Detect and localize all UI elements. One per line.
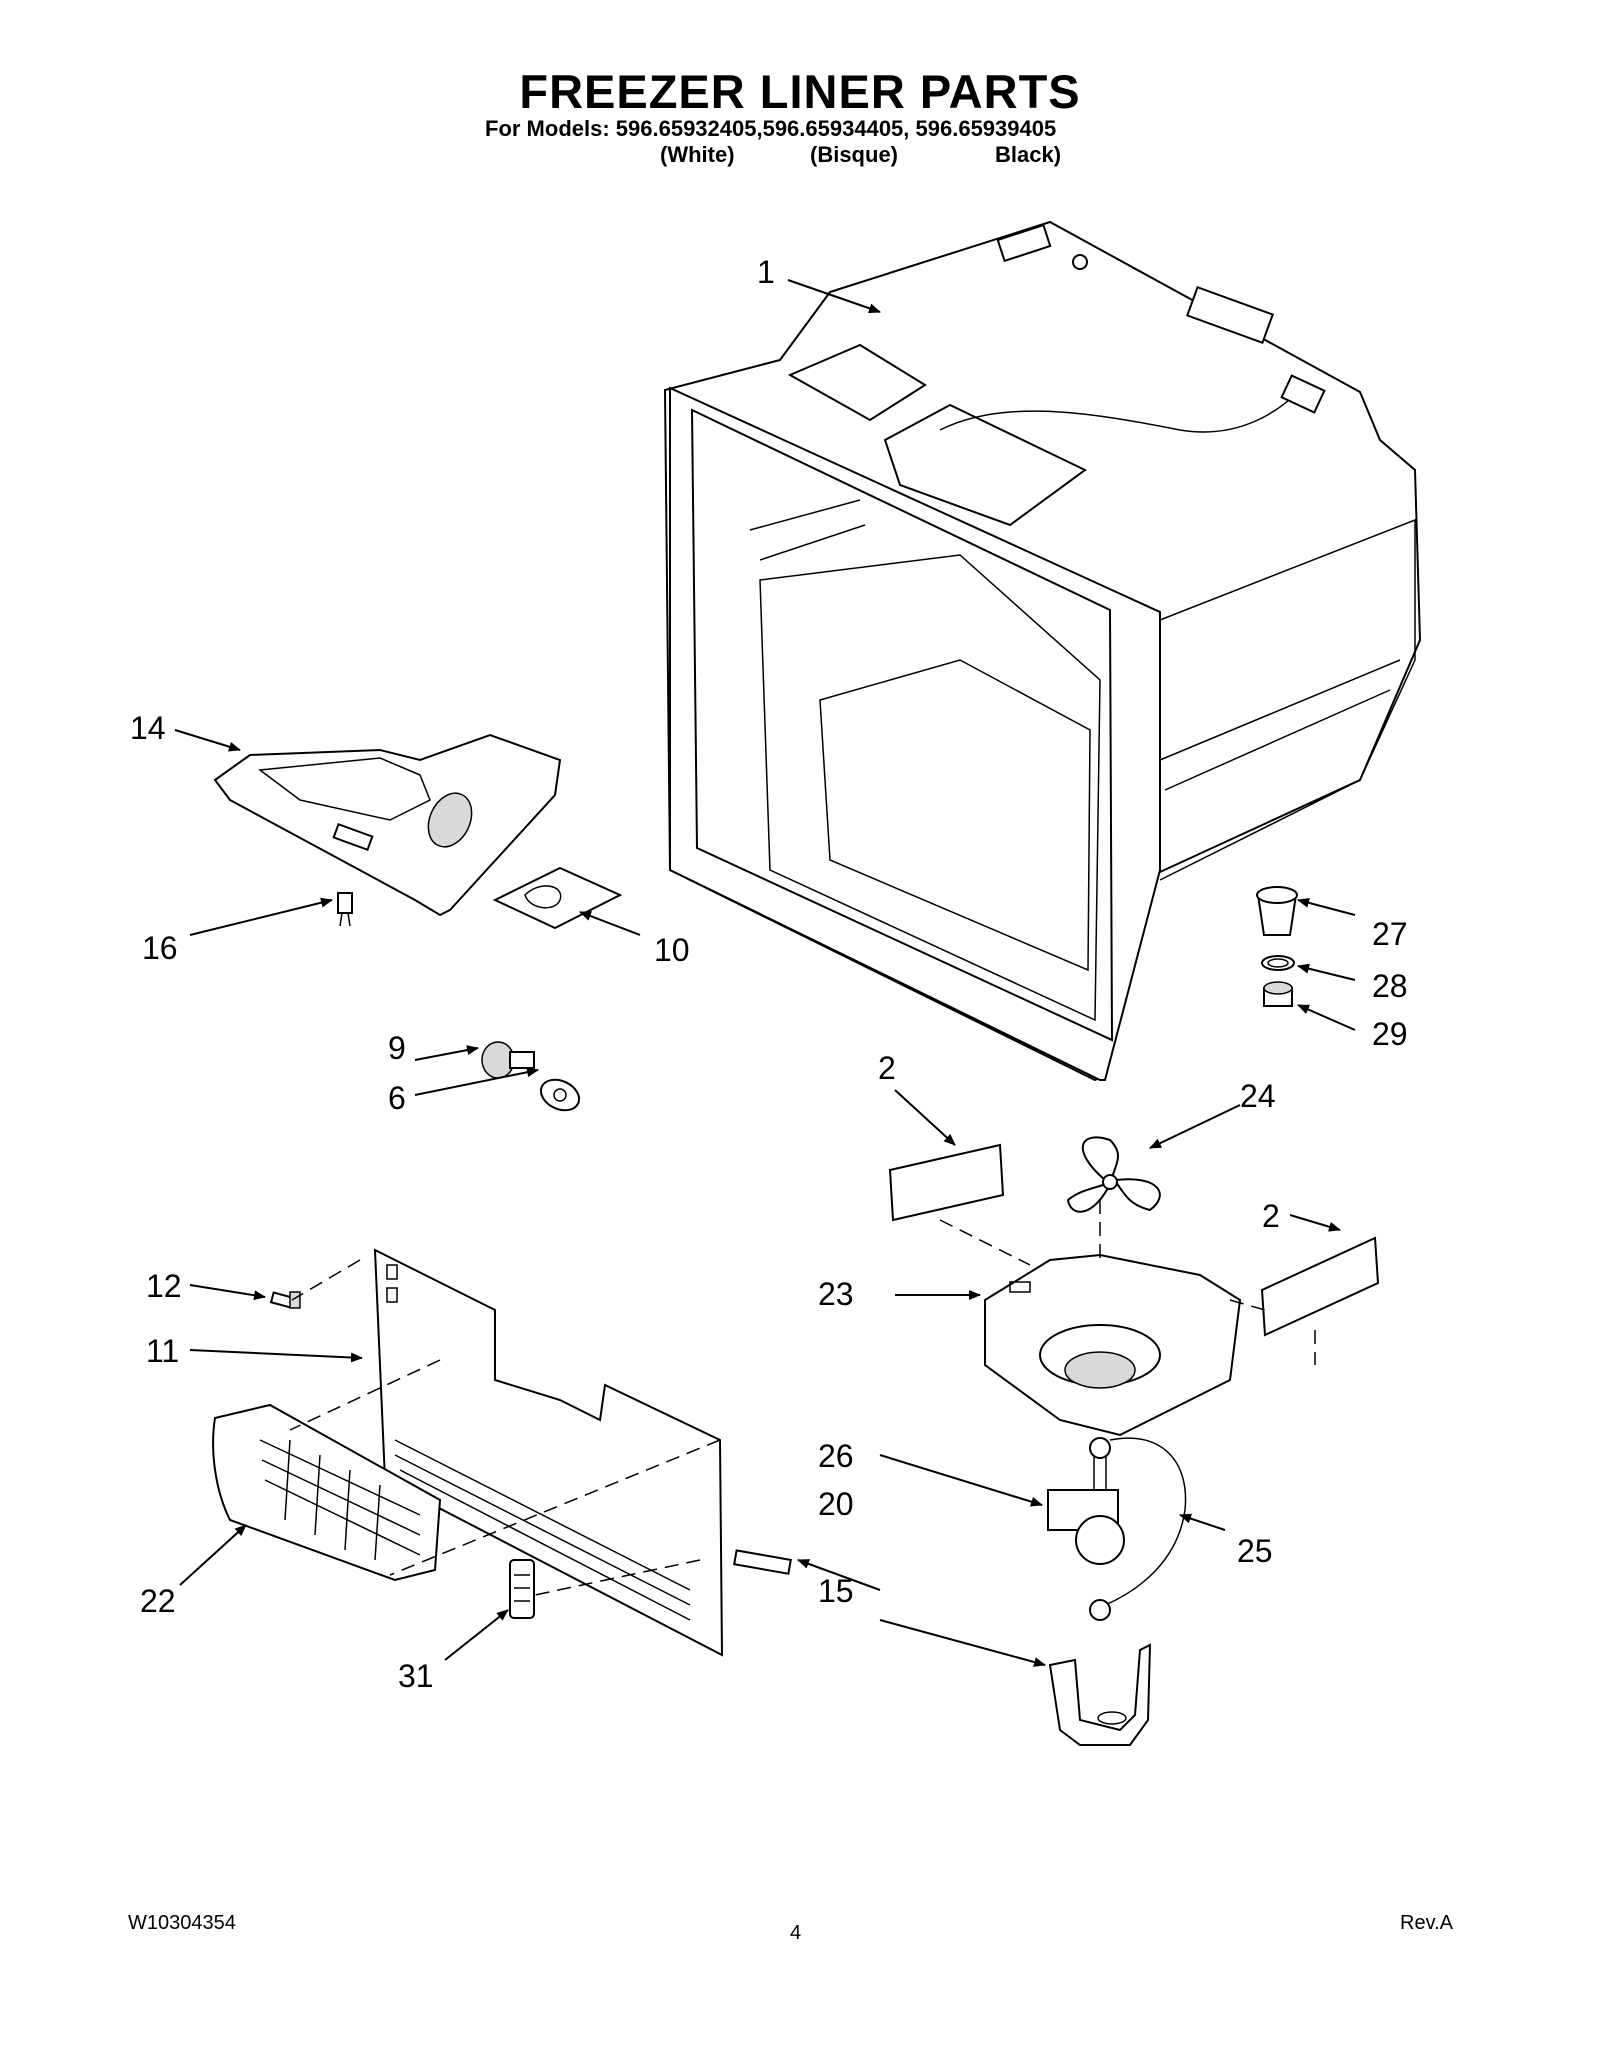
callout-28: 28 <box>1372 968 1408 1004</box>
models-line: For Models: 596.65932405,596.65934405, 5… <box>485 116 1057 141</box>
fitting-part-27 <box>1256 886 1298 936</box>
callout-9: 9 <box>388 1030 406 1066</box>
grille-part <box>212 1403 442 1582</box>
clip-part-16 <box>337 892 353 927</box>
wire-harness-part <box>1089 1437 1187 1621</box>
fan-shroud-part <box>984 1253 1242 1437</box>
callout-1: 1 <box>757 254 775 290</box>
evaporator-cover-part <box>373 1248 724 1657</box>
color-bisque: (Bisque) <box>810 142 898 167</box>
callout-10: 10 <box>654 932 690 968</box>
gasket-sheet-part <box>492 866 623 930</box>
fan-blade-part <box>1066 1136 1161 1213</box>
callout-12: 12 <box>146 1268 182 1304</box>
duct-bracket-part <box>213 733 562 917</box>
page-number: 4 <box>790 1922 802 1944</box>
cap-part-29 <box>1263 981 1293 1007</box>
callout-29: 29 <box>1372 1016 1408 1052</box>
foam-block-right <box>1260 1236 1380 1337</box>
callout-14: 14 <box>130 710 166 746</box>
callout-25: 25 <box>1237 1533 1273 1569</box>
callout-15: 15 <box>818 1573 854 1609</box>
callout-22: 22 <box>140 1583 176 1619</box>
doc-number: W10304354 <box>128 1912 236 1934</box>
callout-23: 23 <box>818 1276 854 1312</box>
motor-bracket-part <box>1048 1643 1152 1746</box>
callout-2-right: 2 <box>1262 1198 1280 1234</box>
freezer-liner-part <box>663 220 1422 1082</box>
screw-part-12 <box>269 1291 301 1309</box>
clip-part-31 <box>509 1559 535 1619</box>
callout-11: 11 <box>146 1333 180 1369</box>
washer-part-28 <box>1261 955 1295 971</box>
callout-24: 24 <box>1240 1078 1276 1114</box>
lamp-bulb-part <box>481 1041 535 1079</box>
callout-16: 16 <box>142 930 178 966</box>
cover-vents <box>394 1439 691 1621</box>
callout-26: 26 <box>818 1438 854 1474</box>
callout-27: 27 <box>1372 916 1408 952</box>
foam-strip-part <box>733 1549 792 1575</box>
socket-part-6 <box>539 1078 581 1112</box>
foam-block-left <box>888 1143 1005 1222</box>
callout-6: 6 <box>388 1080 406 1116</box>
leader-lines <box>174 279 1356 1667</box>
color-white: (White) <box>660 142 735 167</box>
revision: Rev.A <box>1400 1912 1453 1934</box>
callout-20: 20 <box>818 1486 854 1522</box>
callout-31: 31 <box>398 1658 434 1694</box>
callout-2-left: 2 <box>878 1050 896 1086</box>
color-black: Black) <box>995 142 1062 167</box>
page-title: FREEZER LINER PARTS <box>519 65 1081 118</box>
assembly-lines <box>289 1200 1316 1596</box>
fan-motor-part <box>1047 1437 1125 1565</box>
